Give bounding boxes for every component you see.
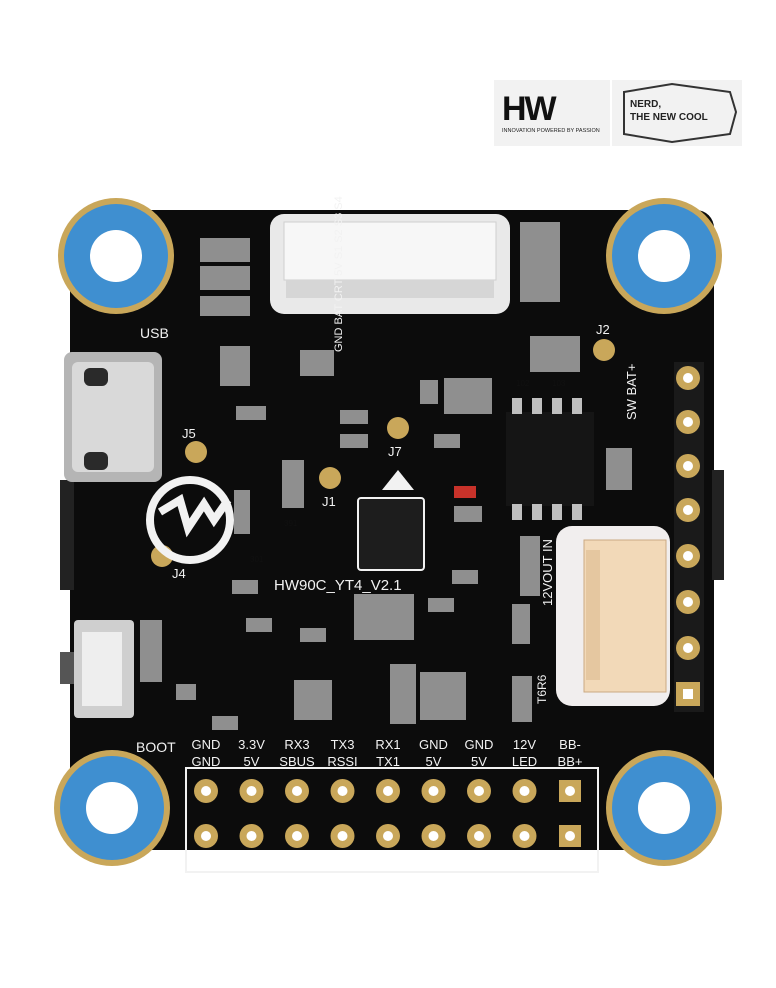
hw-logo-mark: HW <box>502 90 557 128</box>
usb-port <box>64 352 162 482</box>
status-led <box>454 486 476 498</box>
board-logo-icon <box>146 476 234 564</box>
pin-header-outline <box>185 767 599 873</box>
j5-label: J5 <box>182 426 196 441</box>
chip-mark-102: 102 <box>516 379 530 388</box>
mount-hole-top-left <box>58 198 174 314</box>
mount-hole-bottom-right <box>606 750 722 866</box>
top-connector <box>270 214 510 314</box>
board-model-label: HW90C_YT4_V2.1 <box>274 577 402 594</box>
j4-label: J4 <box>172 566 186 581</box>
side-connector <box>556 526 670 706</box>
pin-header-rows <box>194 779 581 848</box>
boot-label: BOOT <box>136 739 176 755</box>
pin-hole <box>474 831 484 841</box>
out-in-label: 12VOUT IN <box>540 539 555 606</box>
nerd-badge-outline <box>623 82 738 144</box>
pin-hole <box>428 831 439 841</box>
nerd-logo-text: NERD, THE NEW COOL <box>630 98 708 124</box>
pin-label-bottom: LED <box>512 754 537 769</box>
pin-hole <box>565 831 575 841</box>
sw-bat-label: SW BAT+ <box>624 364 639 420</box>
pin-hole <box>383 786 393 796</box>
nerd-logo-line2: THE NEW COOL <box>630 112 708 123</box>
pin-hole <box>383 831 393 841</box>
mount-hole-bottom-left <box>54 750 170 866</box>
pin-label-top: GND <box>192 737 221 752</box>
chip-mark-t6r6: T6R6 <box>535 674 549 704</box>
usb-label: USB <box>140 325 169 341</box>
hw-logo: HW INNOVATION POWERED BY PASSION <box>494 80 610 146</box>
pin-label-top: TX3 <box>331 737 355 752</box>
pin-hole <box>292 786 302 796</box>
chip-mark-103: 103 <box>552 379 566 388</box>
pin-hole <box>201 831 211 841</box>
pcb-edge-right <box>712 470 724 580</box>
pin-label-bottom: SBUS <box>279 754 315 769</box>
chip-mark-301: 301 <box>250 555 264 564</box>
pin-label-top: GND <box>419 737 448 752</box>
nerd-logo-line1: NERD, <box>630 99 662 110</box>
ic-pins <box>512 398 582 520</box>
orientation-arrow-icon <box>382 470 414 490</box>
mcu-chip <box>357 497 425 571</box>
pin-label-top: 12V <box>513 737 536 752</box>
pcb-edge-left <box>60 480 74 590</box>
chip-mark-391: 391 <box>284 519 298 528</box>
pin-hole <box>337 786 348 796</box>
j7-label: J7 <box>388 444 402 459</box>
mount-hole-top-right <box>606 198 722 314</box>
test-pads <box>151 339 615 567</box>
boot-button <box>60 620 134 718</box>
connector-pin-labels: GND BAT CRT 5V S1 S2 S3 S4 <box>333 196 345 352</box>
pin-label-bottom: 5V <box>426 754 442 769</box>
ic-soic <box>506 412 594 506</box>
pin-label-top: BB- <box>559 737 581 752</box>
pin-hole <box>519 786 530 796</box>
right-pad-row <box>674 362 704 712</box>
pin-hole <box>474 786 484 796</box>
pin-label-bottom: 5V <box>244 754 260 769</box>
pin-label-bottom: GND <box>192 754 221 769</box>
pin-hole <box>565 786 575 796</box>
pin-label-top: 3.3V <box>238 737 265 752</box>
pin-label-top: RX3 <box>284 737 309 752</box>
j2-label: J2 <box>596 322 610 337</box>
pin-hole <box>201 786 211 796</box>
hw-logo-tagline: INNOVATION POWERED BY PASSION <box>502 128 600 134</box>
pin-hole <box>246 786 257 796</box>
pin-label-bottom: 5V <box>471 754 487 769</box>
pin-hole <box>337 831 348 841</box>
pin-hole <box>246 831 257 841</box>
pin-label-bottom: RSSI <box>327 754 357 769</box>
smd-components <box>140 222 632 730</box>
nerd-logo: NERD, THE NEW COOL <box>612 80 742 146</box>
pin-hole <box>428 786 439 796</box>
pin-label-top: RX1 <box>375 737 400 752</box>
pin-hole <box>519 831 530 841</box>
pin-label-bottom: BB+ <box>558 754 583 769</box>
pin-label-top: GND <box>465 737 494 752</box>
pin-hole <box>292 831 302 841</box>
pin-label-bottom: TX1 <box>376 754 400 769</box>
j1-label: J1 <box>322 494 336 509</box>
